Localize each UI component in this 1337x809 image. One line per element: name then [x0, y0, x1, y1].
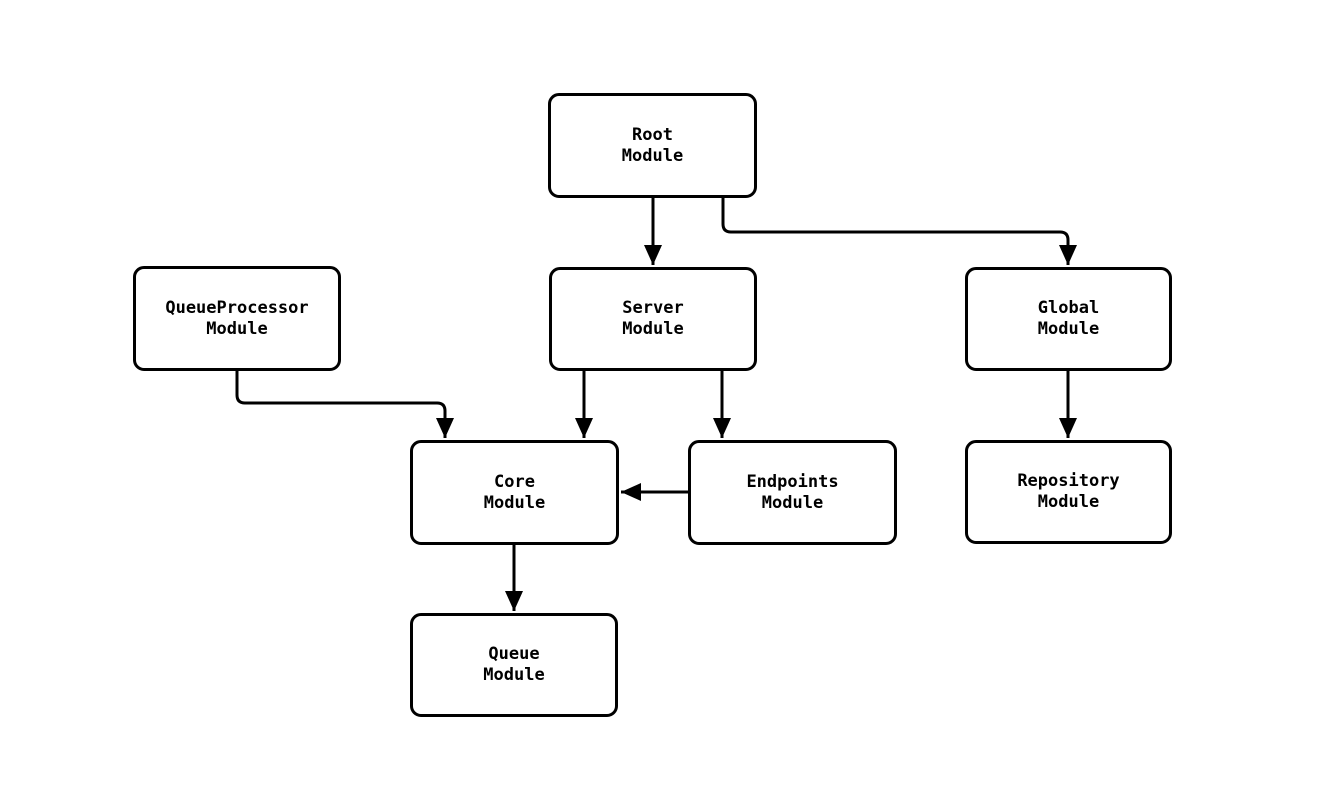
- node-endpoints-module: Endpoints Module: [688, 440, 897, 545]
- node-label-line: QueueProcessor: [165, 297, 309, 318]
- node-label-line: Module: [621, 145, 684, 166]
- node-label-line: Server: [622, 298, 684, 318]
- node-label-line: Module: [1037, 319, 1100, 339]
- node-label-line: Core: [494, 471, 535, 492]
- node-root-module: Root Module: [548, 93, 757, 198]
- node-label-line: Module: [483, 665, 545, 685]
- node-global-module: Global Module: [965, 267, 1172, 371]
- node-queueprocessor-module: QueueProcessor Module: [133, 266, 341, 371]
- node-label-line: Root: [632, 124, 673, 145]
- node-repository-module: Repository Module: [965, 440, 1172, 544]
- node-label-line: Global: [1037, 298, 1100, 318]
- edge-root-to-global: [721, 198, 1077, 265]
- node-label-line: Module: [483, 492, 546, 513]
- node-label-line: Queue: [488, 644, 540, 664]
- node-core-module: Core Module: [410, 440, 619, 545]
- node-label-line: Module: [622, 319, 684, 339]
- node-label-line: Module: [761, 492, 824, 513]
- node-label-line: Endpoints: [746, 471, 839, 492]
- node-server-module: Server Module: [549, 267, 757, 371]
- node-label-line: Module: [206, 318, 268, 339]
- edge-queueprocessor-to-core: [235, 371, 454, 438]
- node-queue-module: Queue Module: [410, 613, 618, 717]
- node-label-line: Repository: [1017, 471, 1120, 491]
- node-label-line: Module: [1037, 492, 1100, 512]
